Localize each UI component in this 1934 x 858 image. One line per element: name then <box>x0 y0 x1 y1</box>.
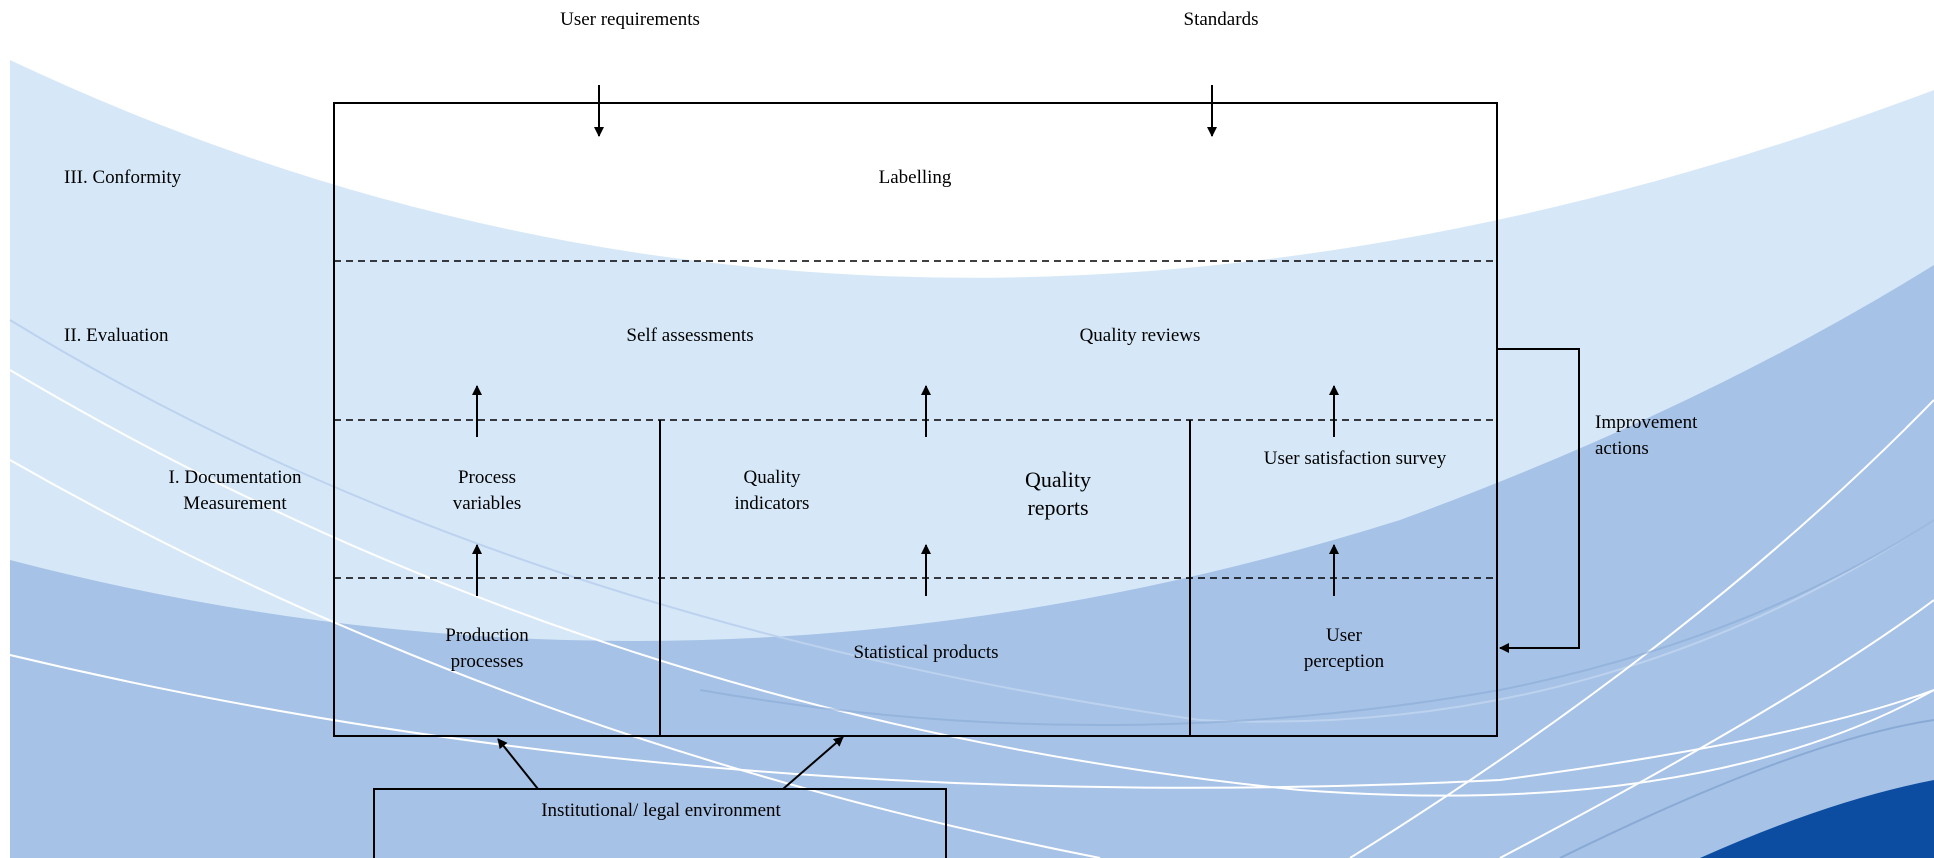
process-variables-label-2: variables <box>452 493 522 514</box>
quality-reviews-label: Quality reviews <box>1079 325 1201 346</box>
labelling-label: Labelling <box>878 167 952 188</box>
level-evaluation-label: II. Evaluation <box>64 325 169 346</box>
statistical-products-label: Statistical products <box>853 642 999 663</box>
level-documentation-label-2: Measurement <box>183 493 287 514</box>
arrow-environment-to-products <box>782 736 844 790</box>
quality-indicators-label-2: indicators <box>734 493 810 514</box>
level-documentation-label-1: I. Documentation <box>168 467 302 488</box>
institutional-environment-label: Institutional/ legal environment <box>541 800 781 821</box>
background-waves <box>9 20 1934 858</box>
user-requirements-label: User requirements <box>560 9 700 30</box>
quality-indicators-label-1: Quality <box>743 467 801 488</box>
process-variables-label-1: Process <box>457 467 517 488</box>
environment-box <box>373 788 947 858</box>
production-processes-label-1: Production <box>445 625 529 646</box>
standards-label: Standards <box>1183 9 1259 30</box>
user-perception-label-2: perception <box>1303 651 1385 672</box>
production-processes-label-2: processes <box>450 651 524 672</box>
quality-reports-label-2: reports <box>1027 495 1089 520</box>
level-conformity-label: III. Conformity <box>64 167 182 188</box>
self-assessments-label: Self assessments <box>626 325 754 346</box>
improvement-actions-label-2: actions <box>1595 438 1649 459</box>
user-perception-label-1: User <box>1326 625 1362 646</box>
arrow-environment-to-production <box>497 738 539 790</box>
improvement-actions-label-1: Improvement <box>1595 412 1698 433</box>
user-satisfaction-survey-label: User satisfaction survey <box>1263 448 1447 469</box>
quality-reports-label-1: Quality <box>1025 467 1091 492</box>
improvement-feedback-loop <box>1497 348 1580 653</box>
